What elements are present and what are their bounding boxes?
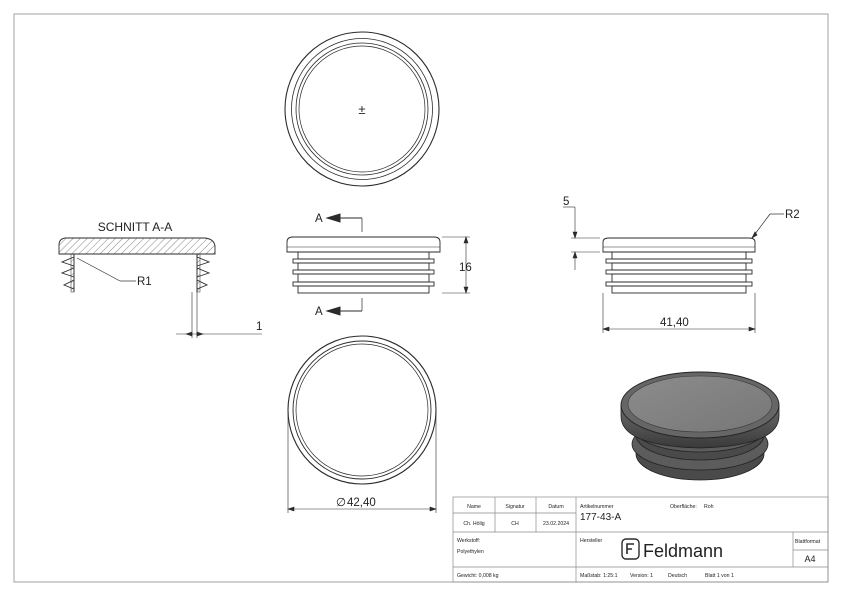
tb-header-date: Datum (548, 504, 563, 510)
cut-label-bottom: A (315, 306, 323, 318)
side-top-dimension-label: 5 (563, 196, 569, 208)
tb-version: Version: 1 (630, 573, 653, 579)
tb-name: Ch. Hölig (463, 521, 484, 527)
diameter-symbol: ∅ (336, 497, 346, 509)
isometric-render (620, 371, 780, 481)
diameter-dimension-label: 42,40 (347, 497, 376, 509)
tb-surface-value: Roh (704, 504, 714, 510)
front-view (286, 236, 441, 294)
tb-material-value: Polyethylen (457, 549, 484, 555)
tb-signature: CH (511, 521, 519, 527)
cut-label-top: A (315, 213, 323, 225)
feldmann-logo-icon (621, 538, 640, 560)
tb-header-name: Name (467, 504, 481, 510)
side-view (602, 237, 756, 294)
cut-line-marks (325, 213, 363, 316)
side-width-dimension-label: 41,40 (660, 317, 689, 329)
wall-dimension-label: 1 (256, 321, 262, 333)
tb-surface-label: Oberfläche: (670, 504, 697, 510)
section-title: SCHNITT A-A (98, 220, 172, 234)
tb-language: Deutsch (668, 573, 687, 579)
tb-sheet: Blatt 1 von 1 (705, 573, 734, 579)
tb-material-label: Werkstoff: (457, 538, 480, 544)
bottom-view (287, 335, 437, 485)
tb-manufacturer-label: Hersteller (580, 538, 602, 544)
section-view: SCHNITT A-A R1 (58, 220, 262, 338)
tb-format-label: Blattformat (795, 539, 821, 545)
tb-scale: Maßstab: 1:25:1 (580, 573, 618, 579)
section-hatch (58, 237, 216, 255)
height-dimension-label: 16 (459, 262, 472, 274)
tb-header-signature: Signatur (505, 504, 525, 510)
tb-article-label: Artikelnummer (580, 504, 614, 510)
center-mark: ± (358, 102, 365, 117)
sheet-frame (13, 13, 829, 583)
tb-weight: Gewicht: 0,008 kg (457, 573, 499, 579)
title-block (452, 496, 829, 583)
tb-date: 23.02.2024 (543, 521, 569, 527)
section-radius-label: R1 (137, 276, 152, 288)
tb-article-number: 177-43-A (580, 512, 621, 523)
tb-logo-text: Feldmann (643, 541, 723, 561)
tb-format-value: A4 (804, 554, 815, 564)
top-view (284, 31, 440, 187)
side-radius-label: R2 (785, 209, 800, 221)
